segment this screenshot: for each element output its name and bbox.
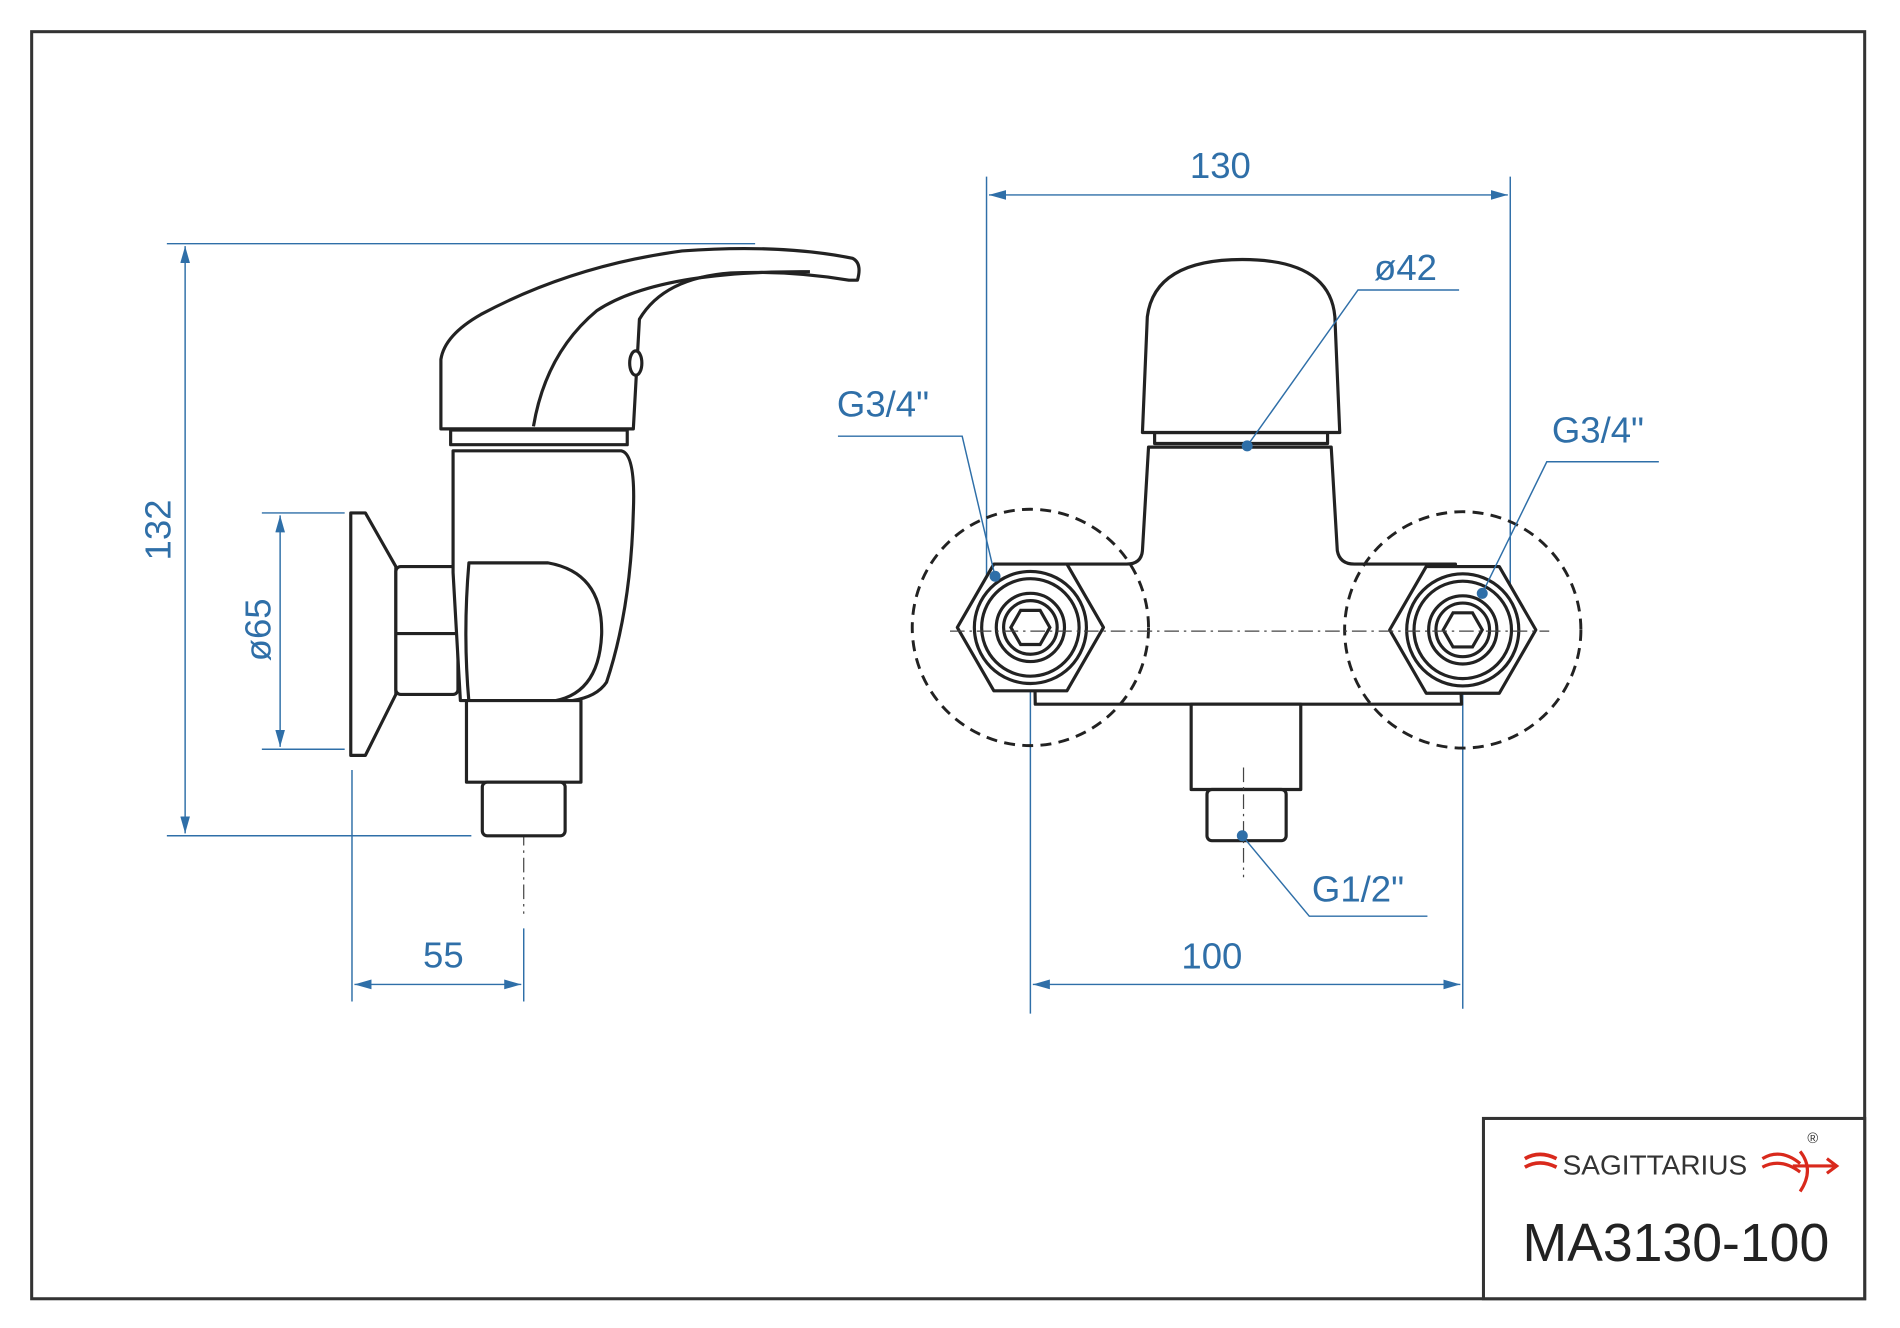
- front-view: 130 100: [837, 145, 1659, 1014]
- left-inlet-thread-label: G3/4": [837, 384, 929, 425]
- brand-name: SAGITTARIUS: [1563, 1149, 1748, 1180]
- drawing-frame: [30, 30, 1867, 1301]
- registered-mark: ®: [1807, 1131, 1818, 1147]
- leader-cartridge: ø42: [1241, 247, 1460, 452]
- flange-dimension-label: ø65: [237, 598, 278, 661]
- centers-dimension-label: 100: [1181, 936, 1242, 977]
- connector-nut: [394, 564, 460, 697]
- mixer-body-front: [1031, 445, 1464, 706]
- dimension-55: 55: [351, 769, 525, 1002]
- right-eccentric-connector: [1343, 510, 1583, 750]
- right-inlet-thread-label: G3/4": [1552, 409, 1644, 450]
- diverter-cap: [464, 561, 604, 704]
- leader-left-inlet: G3/4": [837, 384, 1001, 582]
- title-block: SAGITTARIUS ® MA3130-100: [1481, 1116, 1867, 1301]
- model-number: MA3130-100: [1523, 1213, 1830, 1273]
- lever-handle: [439, 246, 861, 431]
- outlet-body-side: [464, 698, 583, 784]
- outlet-nipple-side: [480, 780, 567, 838]
- wall-flange: [349, 511, 398, 757]
- height-dimension-label: 132: [138, 500, 179, 561]
- cartridge-dimension-label: ø42: [1374, 247, 1437, 288]
- sagittarius-logo: SAGITTARIUS ®: [1523, 1131, 1840, 1193]
- dimension-130: 130: [985, 145, 1511, 585]
- lever-ring: [449, 428, 629, 447]
- leader-outlet: G1/2": [1236, 830, 1428, 917]
- leader-right-inlet: G3/4": [1476, 409, 1659, 599]
- dimension-o65: ø65: [237, 512, 345, 751]
- width-dimension-label: 130: [1190, 145, 1251, 186]
- lever-pin: [628, 349, 644, 377]
- side-view: 132 ø65 55: [138, 242, 861, 1002]
- cartridge-ring: [1153, 430, 1330, 446]
- dimension-100: 100: [1029, 633, 1464, 1014]
- depth-dimension-label: 55: [423, 934, 464, 975]
- left-eccentric-connector: [910, 507, 1150, 748]
- outlet-body-front: [1189, 702, 1303, 792]
- lever-cap-front: [1140, 257, 1342, 435]
- outlet-thread-label: G1/2": [1312, 869, 1404, 910]
- dimension-132: 132: [138, 242, 756, 837]
